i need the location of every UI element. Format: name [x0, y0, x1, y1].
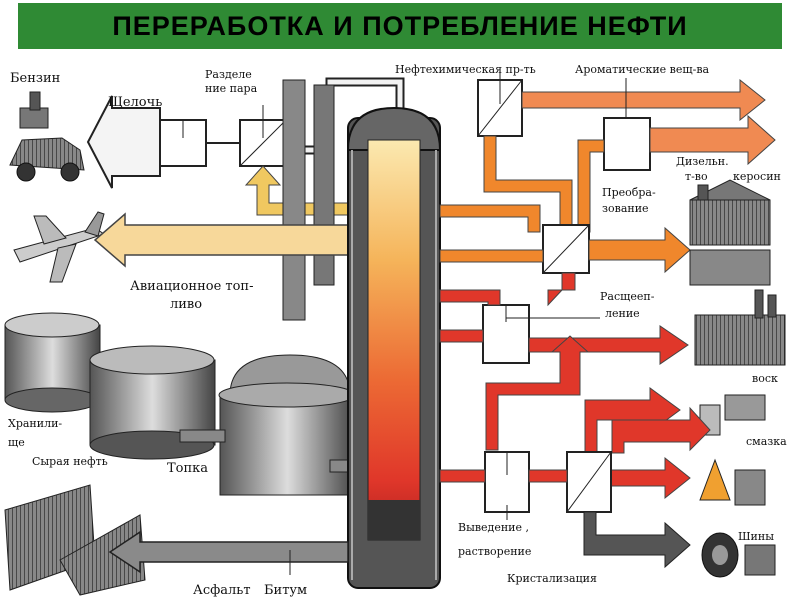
label-dizel-2: т-во: [685, 170, 708, 183]
process-box-aromatic: [603, 117, 651, 171]
label-smazka: смазка: [746, 435, 787, 448]
label-benzin: Бензин: [10, 71, 60, 86]
factory-icon: [694, 289, 786, 366]
arrow-aviation: [93, 212, 351, 268]
distillation-column: [346, 106, 442, 589]
road-icon: [4, 484, 146, 596]
label-asfalt: Асфальт: [193, 583, 251, 598]
label-shiny: Шины: [738, 530, 774, 543]
label-razdel-2: ние пара: [205, 82, 258, 95]
label-kristalizatsiya: Кристализация: [507, 572, 597, 585]
label-aromatic: Ароматические вещ-ва: [575, 63, 710, 76]
title-banner: ПЕРЕРАБОТКА И ПОТРЕБЛЕНИЕ НЕФТИ: [18, 3, 782, 49]
label-aviation-2: ливо: [170, 297, 202, 312]
label-rasshchep-1: Расщееп-: [600, 290, 655, 303]
label-vosk: воск: [752, 372, 778, 385]
label-neftekhim: Нефтехимическая пр-ть: [395, 63, 536, 76]
arrow-shchelоch: [86, 95, 161, 189]
storage-tank-icon: [4, 312, 101, 413]
label-preobr-2: зование: [602, 202, 649, 215]
arrow-bitumen: [108, 530, 349, 574]
label-vyvedenie-1: Выведение ,: [458, 521, 529, 534]
airplane-icon: [13, 211, 106, 283]
arrow-diesel: [649, 114, 776, 166]
label-rasshchep-2: ление: [605, 307, 640, 320]
lubricant-icon: [699, 458, 766, 506]
arrow-aromatic: [521, 78, 766, 122]
slide-title: ПЕРЕРАБОТКА И ПОТРЕБЛЕНИЕ НЕФТИ: [112, 10, 688, 41]
label-preobr-1: Преобра-: [602, 186, 656, 199]
town-icon: [689, 179, 771, 286]
label-khranilishche-1: Хранили-: [8, 417, 62, 430]
furnace-icon: [179, 354, 371, 496]
car-icon: [9, 91, 85, 182]
arrow-tyres: [583, 511, 691, 569]
arrow-conversion-out: [588, 226, 691, 274]
label-razdel-1: Разделе: [205, 68, 252, 81]
label-dizel-1: Дизельн.: [676, 155, 729, 168]
label-vyvedenie-2: растворение: [458, 545, 531, 558]
label-kerosin: керосин: [733, 170, 781, 183]
label-syraya-neft: Сырая нефть: [32, 455, 108, 468]
label-shchelоch: Щелочь: [108, 95, 162, 110]
label-khranilishche-2: ще: [8, 436, 25, 449]
label-aviation-1: Авиационное топ-: [130, 279, 254, 294]
label-bitum: Битум: [264, 583, 307, 598]
tyres-icon: [701, 532, 776, 578]
arrow-cracking-out: [528, 325, 689, 365]
pipe-vertical-left: [282, 79, 306, 321]
wax-icon: [699, 394, 766, 436]
label-topka: Топка: [167, 461, 208, 476]
